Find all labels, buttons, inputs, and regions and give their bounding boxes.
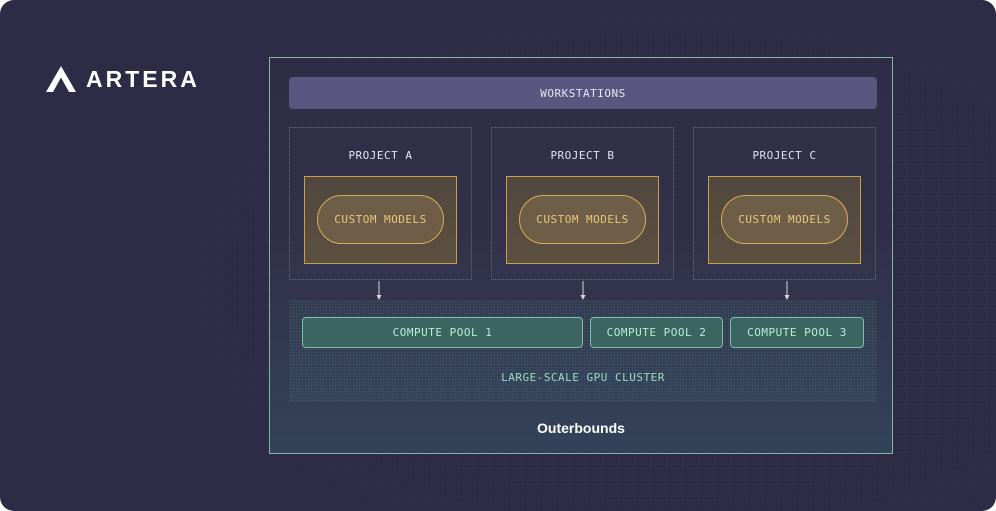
arrow-down-icon — [579, 281, 587, 301]
brand-name: ARTERA — [86, 66, 200, 92]
project-c-box: PROJECT C CUSTOM MODELS — [693, 127, 876, 280]
project-label: PROJECT A — [348, 149, 413, 162]
compute-pool-1: COMPUTE POOL 1 — [302, 317, 583, 348]
compute-pool-2: COMPUTE POOL 2 — [590, 317, 723, 348]
arrow-down-icon — [375, 281, 383, 301]
custom-models-box: CUSTOM MODELS — [304, 176, 457, 264]
compute-pool-3: COMPUTE POOL 3 — [730, 317, 864, 348]
custom-models-box: CUSTOM MODELS — [708, 176, 861, 264]
brand-logo: ARTERA — [46, 66, 200, 92]
outerbounds-container: WORKSTATIONS PROJECT A CUSTOM MODELS PRO… — [269, 57, 893, 454]
project-a-box: PROJECT A CUSTOM MODELS — [289, 127, 472, 280]
cluster-label: LARGE-SCALE GPU CLUSTER — [501, 371, 665, 384]
arrow-down-icon — [783, 281, 791, 301]
project-label: PROJECT C — [752, 149, 817, 162]
custom-models-pill: CUSTOM MODELS — [721, 195, 848, 244]
gpu-cluster: COMPUTE POOL 1 COMPUTE POOL 2 COMPUTE PO… — [289, 300, 877, 402]
workstations-bar: WORKSTATIONS — [289, 77, 877, 109]
project-label: PROJECT B — [550, 149, 615, 162]
custom-models-box: CUSTOM MODELS — [506, 176, 659, 264]
custom-models-pill: CUSTOM MODELS — [519, 195, 646, 244]
custom-models-pill: CUSTOM MODELS — [317, 195, 444, 244]
project-b-box: PROJECT B CUSTOM MODELS — [491, 127, 674, 280]
artera-logo-icon — [46, 66, 76, 92]
outerbounds-label: Outerbounds — [537, 420, 625, 436]
